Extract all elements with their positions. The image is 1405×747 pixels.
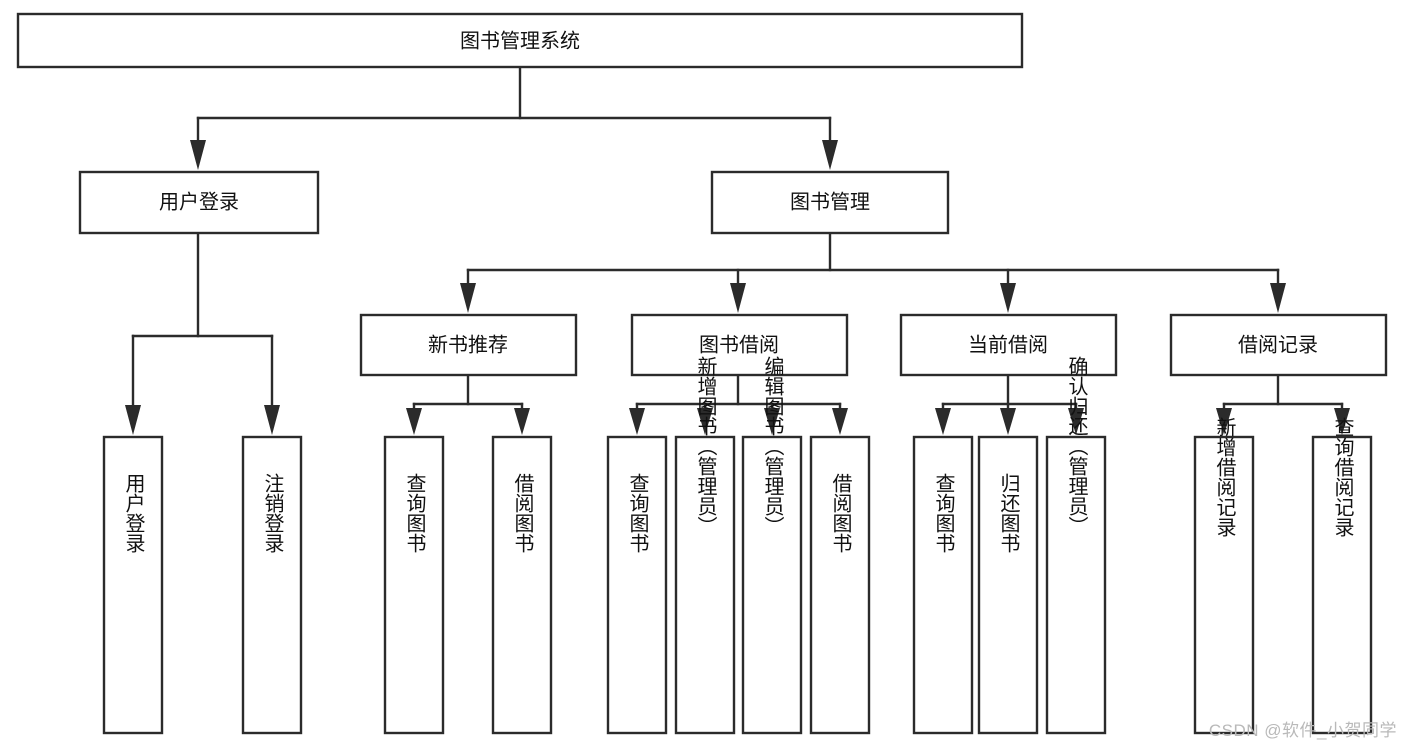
arrow-head-icon bbox=[629, 408, 645, 435]
node-user-login-label: 用户登录 bbox=[159, 190, 239, 213]
node-leaf-return-book-label: 归还图书 bbox=[997, 473, 1020, 553]
node-leaf-user-login[interactable]: 用户登录 bbox=[102, 435, 164, 735]
node-leaf-add-borrow-record-box[interactable] bbox=[1193, 435, 1255, 735]
node-leaf-user-login-box[interactable] bbox=[102, 435, 164, 735]
connectors-new-book-recommend bbox=[406, 373, 530, 435]
node-leaf-borrow-book-1-label: 借阅图书 bbox=[511, 473, 534, 553]
connectors-current-borrow bbox=[935, 373, 1084, 435]
node-root-box[interactable] bbox=[16, 12, 1024, 69]
node-book-borrow[interactable]: 图书借阅 bbox=[630, 313, 849, 377]
node-current-borrow-label: 当前借阅 bbox=[968, 333, 1048, 356]
node-current-borrow[interactable]: 当前借阅 bbox=[899, 313, 1118, 377]
arrow-head-icon bbox=[264, 405, 280, 435]
arrow-head-icon bbox=[406, 408, 422, 435]
node-book-manage[interactable]: 图书管理 bbox=[710, 170, 950, 235]
node-leaf-edit-book-admin[interactable]: 编辑图书（管理员） bbox=[741, 356, 803, 735]
node-leaf-edit-book-admin-label: 编辑图书（管理员） bbox=[761, 356, 784, 536]
node-leaf-query-book-2[interactable]: 查询图书 bbox=[606, 435, 668, 735]
node-new-book-recommend[interactable]: 新书推荐 bbox=[359, 313, 578, 377]
node-root[interactable]: 图书管理系统 bbox=[16, 12, 1024, 69]
csdn-watermark: CSDN @软件_小贺同学 bbox=[1208, 721, 1397, 740]
node-leaf-borrow-book-1[interactable]: 借阅图书 bbox=[491, 435, 553, 735]
node-leaf-user-login-label: 用户登录 bbox=[122, 473, 145, 553]
node-book-borrow-box[interactable] bbox=[630, 313, 849, 377]
node-leaf-borrow-book-2[interactable]: 借阅图书 bbox=[809, 435, 871, 735]
node-leaf-borrow-book-2-box[interactable] bbox=[809, 435, 871, 735]
node-new-book-recommend-label: 新书推荐 bbox=[428, 333, 508, 356]
connectors-book-borrow bbox=[629, 373, 848, 435]
arrow-head-icon bbox=[764, 408, 780, 435]
node-book-borrow-label: 图书借阅 bbox=[699, 333, 779, 356]
node-leaf-query-book-3-label: 查询图书 bbox=[932, 473, 955, 553]
node-leaf-query-book-3-box[interactable] bbox=[912, 435, 974, 735]
arrow-head-icon bbox=[822, 140, 838, 170]
node-leaf-borrow-book-2-label: 借阅图书 bbox=[829, 473, 852, 553]
arrow-head-icon bbox=[1270, 283, 1286, 313]
node-leaf-query-borrow-record-label: 查询借阅记录 bbox=[1331, 417, 1354, 537]
node-book-manage-box[interactable] bbox=[710, 170, 950, 235]
node-leaf-add-book-admin[interactable]: 新增图书（管理员） bbox=[674, 356, 736, 735]
node-borrow-record[interactable]: 借阅记录 bbox=[1169, 313, 1388, 377]
node-leaf-confirm-return-admin-box[interactable] bbox=[1045, 435, 1107, 735]
node-borrow-record-box[interactable] bbox=[1169, 313, 1388, 377]
node-leaf-query-book-2-box[interactable] bbox=[606, 435, 668, 735]
connectors-root bbox=[190, 65, 838, 170]
arrow-head-icon bbox=[1216, 408, 1232, 435]
arrow-head-icon bbox=[1000, 283, 1016, 313]
node-user-login[interactable]: 用户登录 bbox=[78, 170, 320, 235]
node-leaf-add-book-admin-label: 新增图书（管理员） bbox=[694, 356, 717, 536]
node-leaf-query-book-1-label: 查询图书 bbox=[403, 473, 426, 553]
node-leaf-logout-login-box[interactable] bbox=[241, 435, 303, 735]
node-leaf-confirm-return-admin[interactable]: 确认归还（管理员） bbox=[1045, 356, 1107, 735]
node-new-book-recommend-box[interactable] bbox=[359, 313, 578, 377]
arrow-head-icon bbox=[697, 408, 713, 435]
node-leaf-borrow-book-1-box[interactable] bbox=[491, 435, 553, 735]
node-book-manage-label: 图书管理 bbox=[790, 190, 870, 213]
node-leaf-query-book-2-label: 查询图书 bbox=[626, 473, 649, 553]
node-user-login-box[interactable] bbox=[78, 170, 320, 235]
node-leaf-add-book-admin-box[interactable] bbox=[674, 435, 736, 735]
node-leaf-logout-login[interactable]: 注销登录 bbox=[241, 435, 303, 735]
connectors-book-manage bbox=[460, 231, 1286, 313]
arrow-head-icon bbox=[190, 140, 206, 170]
node-leaf-add-borrow-record[interactable]: 新增借阅记录 bbox=[1193, 417, 1255, 735]
node-leaf-query-borrow-record-box[interactable] bbox=[1311, 435, 1373, 735]
arrow-head-icon bbox=[1000, 408, 1016, 435]
node-leaf-add-borrow-record-label: 新增借阅记录 bbox=[1213, 417, 1236, 537]
arrow-head-icon bbox=[1334, 408, 1350, 435]
arrow-head-icon bbox=[935, 408, 951, 435]
connectors-borrow-record bbox=[1216, 373, 1350, 435]
node-leaf-query-book-1-box[interactable] bbox=[383, 435, 445, 735]
arrow-head-icon bbox=[832, 408, 848, 435]
arrow-head-icon bbox=[460, 283, 476, 313]
arrow-head-icon bbox=[730, 283, 746, 313]
node-leaf-return-book-box[interactable] bbox=[977, 435, 1039, 735]
arrow-head-icon bbox=[514, 408, 530, 435]
connectors-user-login bbox=[125, 231, 280, 435]
node-leaf-query-book-3[interactable]: 查询图书 bbox=[912, 435, 974, 735]
node-root-label: 图书管理系统 bbox=[460, 29, 580, 52]
node-leaf-return-book[interactable]: 归还图书 bbox=[977, 435, 1039, 735]
node-leaf-query-borrow-record[interactable]: 查询借阅记录 bbox=[1311, 417, 1373, 735]
arrow-head-icon bbox=[125, 405, 141, 435]
node-current-borrow-box[interactable] bbox=[899, 313, 1118, 377]
node-leaf-logout-login-label: 注销登录 bbox=[261, 473, 284, 553]
node-leaf-edit-book-admin-box[interactable] bbox=[741, 435, 803, 735]
node-leaf-confirm-return-admin-label: 确认归还（管理员） bbox=[1065, 356, 1088, 536]
arrow-head-icon bbox=[1068, 408, 1084, 435]
node-leaf-query-book-1[interactable]: 查询图书 bbox=[383, 435, 445, 735]
node-borrow-record-label: 借阅记录 bbox=[1238, 333, 1318, 356]
